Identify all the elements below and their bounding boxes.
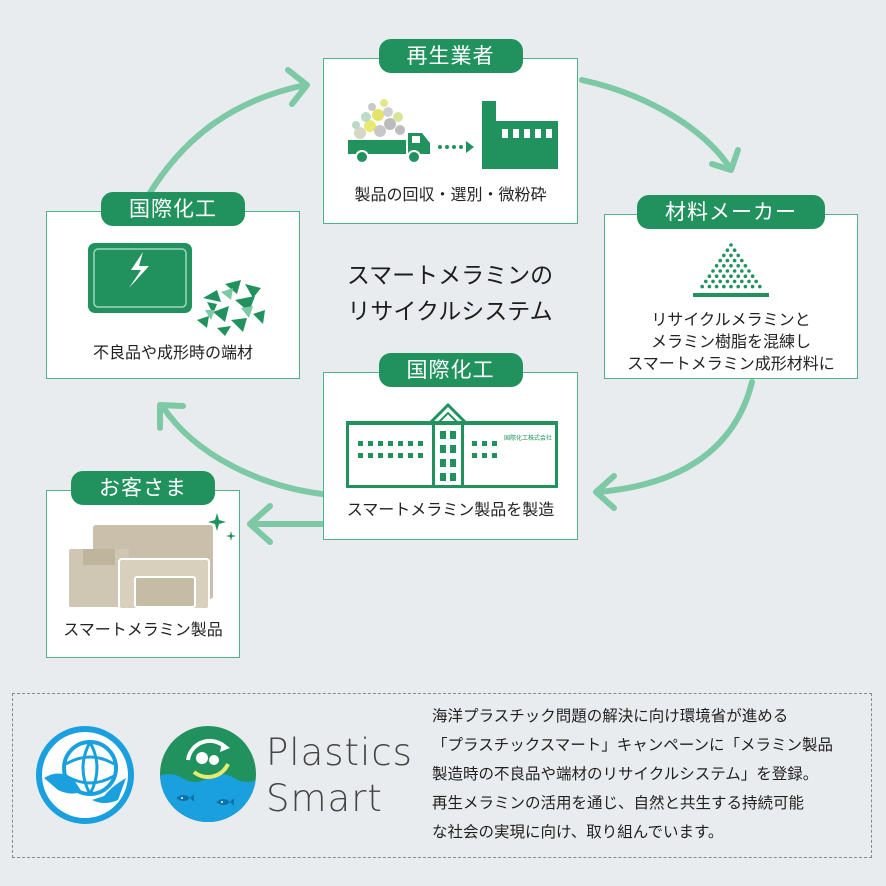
- powder-dot: [736, 253, 740, 258]
- broken-panel-icon: [88, 243, 265, 336]
- powder-dot: [718, 269, 722, 273]
- powder-dot: [743, 284, 748, 289]
- powder-dot: [707, 274, 712, 278]
- material-maker-caption-line-3: スマートメラミン成形材料に: [627, 354, 835, 373]
- powder-dot: [711, 269, 715, 273]
- powder-dot: [729, 274, 733, 278]
- footer-line-5: な社会の実現に向け、取り組んでいます。: [432, 823, 724, 841]
- powder-dot: [740, 258, 744, 263]
- footer-line-2: 「プラスチックスマート」キャンペーンに「メラミン製品: [432, 736, 833, 754]
- customer-caption: スマートメラミン製品: [63, 620, 223, 639]
- powder-dot: [732, 279, 737, 284]
- material-maker-caption-line-2: メラミン樹脂を混練し: [650, 332, 811, 351]
- powder-dot: [743, 264, 748, 268]
- material-maker-tag: 材料メーカー: [637, 195, 825, 229]
- truck-to-factory-icon: [348, 99, 558, 169]
- footer-line-1: 海洋プラスチック問題の解決に向け環境省が進める: [432, 707, 789, 725]
- recycler-caption: 製品の回収・選別・微粉砕: [354, 185, 547, 204]
- factory-sign: 国際化工株式会社: [504, 434, 552, 442]
- powder-dot: [740, 279, 744, 284]
- powder-dot: [725, 269, 730, 273]
- footer-panel: [12, 693, 872, 858]
- kokusai-top-caption: 不良品や成形時の端材: [92, 343, 253, 362]
- kokusai-center-tag: 国際化工: [378, 353, 523, 387]
- powder-dot: [736, 264, 740, 268]
- powder-dot: [722, 274, 726, 278]
- powder-dot: [725, 258, 730, 263]
- arrow-to-recycler: [145, 82, 308, 199]
- powder-dot: [732, 248, 737, 252]
- powder-dot: [732, 258, 737, 263]
- powder-base: [693, 293, 769, 297]
- powder-dot: [722, 253, 726, 258]
- diagram-title-line-2: リサイクルシステム: [347, 299, 553, 325]
- powder-dot: [758, 284, 762, 289]
- melamine-products-icon: [69, 513, 236, 610]
- arrow-to-material-maker: [579, 77, 733, 171]
- powder-dot: [714, 284, 719, 289]
- arrow-to-kokusai-top: [160, 404, 325, 497]
- powder-dot: [714, 264, 719, 268]
- recycler-box: 再生業者 製品の回収・選別・微粉砕: [323, 39, 578, 224]
- footer-description: 海洋プラスチック問題の解決に向け環境省が進める 「プラスチックスマート」キャンペ…: [432, 702, 872, 847]
- powder-dot: [718, 258, 722, 263]
- powder-dot: [750, 274, 755, 278]
- diagram-title: スマートメラミンの リサイクルシステム: [318, 258, 582, 330]
- powder-dot: [722, 264, 726, 268]
- diagram-title-line-1: スマートメラミンの: [346, 263, 554, 289]
- powder-dot: [736, 274, 740, 278]
- powder-dot: [704, 279, 708, 284]
- kokusai-top-box: 国際化工 不良品や成形時の端材: [46, 192, 300, 379]
- arrow-to-kokusai-center: [595, 379, 755, 495]
- powder-dot: [729, 243, 733, 247]
- powder-dot: [714, 274, 719, 278]
- footer-line-4: 再生メラミンの活用を通じ、自然と共生する持続可能: [432, 794, 805, 812]
- powder-dot: [754, 279, 758, 284]
- plastics-smart-wordmark: Plastics Smart: [266, 730, 413, 822]
- material-maker-box: 材料メーカー リサイクルメラミンと メラミン樹脂を混練し スマートメラミン成形材…: [604, 195, 858, 379]
- kokusai-top-tag: 国際化工: [101, 192, 245, 226]
- powder-dot: [747, 269, 751, 273]
- powder-dot: [729, 264, 733, 268]
- kokusai-center-box: 国際化工 国際化工株式会社 スマートメラミン製品を製造: [323, 353, 578, 540]
- powder-dot: [707, 284, 712, 289]
- material-maker-caption: リサイクルメラミンと メラミン樹脂を混練し スマートメラミン成形材料に: [605, 309, 857, 375]
- plastics-smart-line-2: Smart: [266, 777, 383, 820]
- powder-dot: [700, 284, 704, 289]
- powder-dot: [740, 269, 744, 273]
- powder-dot: [729, 253, 733, 258]
- material-maker-caption-line-1: リサイクルメラミンと: [651, 310, 811, 329]
- globe-hands-icon: [36, 726, 134, 824]
- powder-dot: [729, 284, 733, 289]
- powder-pile-icon: [693, 243, 769, 297]
- footer-line-3: 製造時の不良品や端材のリサイクルシステム」を登録。: [432, 765, 819, 783]
- powder-dot: [750, 284, 755, 289]
- kokusai-center-caption: スマートメラミン製品を製造: [346, 500, 555, 519]
- powder-dot: [718, 279, 722, 284]
- recycler-tag: 再生業者: [378, 39, 523, 73]
- plastics-smart-line-1: Plastics: [266, 731, 413, 774]
- factory-icon: 国際化工株式会社: [346, 402, 558, 488]
- customer-tag: お客さま: [71, 471, 215, 505]
- powder-dot: [747, 279, 751, 284]
- plastics-smart-icon: [160, 726, 256, 822]
- powder-dot: [711, 279, 715, 284]
- powder-dot: [736, 284, 740, 289]
- powder-dot: [722, 284, 726, 289]
- powder-dot: [743, 274, 748, 278]
- powder-dot: [732, 269, 737, 273]
- customer-box: お客さま スマートメラミン製品: [46, 471, 240, 658]
- powder-dot: [725, 248, 730, 252]
- powder-dot: [725, 279, 730, 284]
